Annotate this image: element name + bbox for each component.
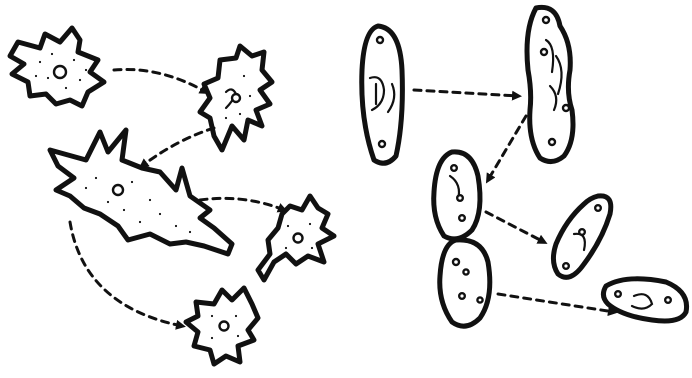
amoeba-panel xyxy=(10,28,334,364)
nucleus xyxy=(54,66,66,78)
vacuole xyxy=(459,215,465,221)
nucleus xyxy=(113,185,123,195)
contractile-vacuole-top xyxy=(543,17,549,23)
paramecium-cell-1 xyxy=(362,26,403,163)
nucleus xyxy=(294,234,303,243)
amoeba-cell-5 xyxy=(186,288,258,364)
arrow-paramecium-4-to-6 xyxy=(498,294,614,312)
paramecium-cell-5 xyxy=(553,196,610,278)
arrow-paramecium-1-to-2 xyxy=(414,90,518,96)
contractile-vacuole-top xyxy=(377,37,383,43)
paramecium-cell-4 xyxy=(440,240,490,326)
arrow-amoeba-2-to-3 xyxy=(142,128,214,166)
paramecium-cell-2 xyxy=(527,7,573,161)
arrow-amoeba-3-to-4 xyxy=(200,198,284,210)
paramecium-cell-6 xyxy=(603,279,686,321)
vacuole xyxy=(463,269,468,274)
amoeba-cell-4 xyxy=(258,196,334,280)
nucleus xyxy=(220,322,229,331)
amoeba-cell-2 xyxy=(200,46,272,150)
arrow-paramecium-3-to-5 xyxy=(486,212,544,242)
amoeba-cell-1 xyxy=(10,28,104,106)
vacuole xyxy=(477,297,482,302)
contractile-vacuole-bottom xyxy=(549,139,555,145)
vacuole xyxy=(563,105,569,111)
vacuole xyxy=(615,291,621,297)
vacuole xyxy=(459,293,465,299)
nucleus xyxy=(232,94,240,102)
vacuole xyxy=(579,229,585,235)
vacuole xyxy=(457,195,463,201)
vacuole xyxy=(665,297,671,303)
arrow-paramecium-2-to-3 xyxy=(488,116,526,180)
vacuole xyxy=(541,49,547,55)
contractile-vacuole-bottom xyxy=(379,141,385,147)
paramecium-cell-3 xyxy=(434,152,480,239)
arrow-amoeba-1-to-2 xyxy=(114,69,206,92)
amoeba-cell-3 xyxy=(50,130,232,254)
vacuole xyxy=(563,263,569,269)
vacuole xyxy=(451,165,457,171)
vacuole xyxy=(595,205,601,211)
paramecium-panel xyxy=(362,7,687,326)
vacuole xyxy=(453,259,459,265)
